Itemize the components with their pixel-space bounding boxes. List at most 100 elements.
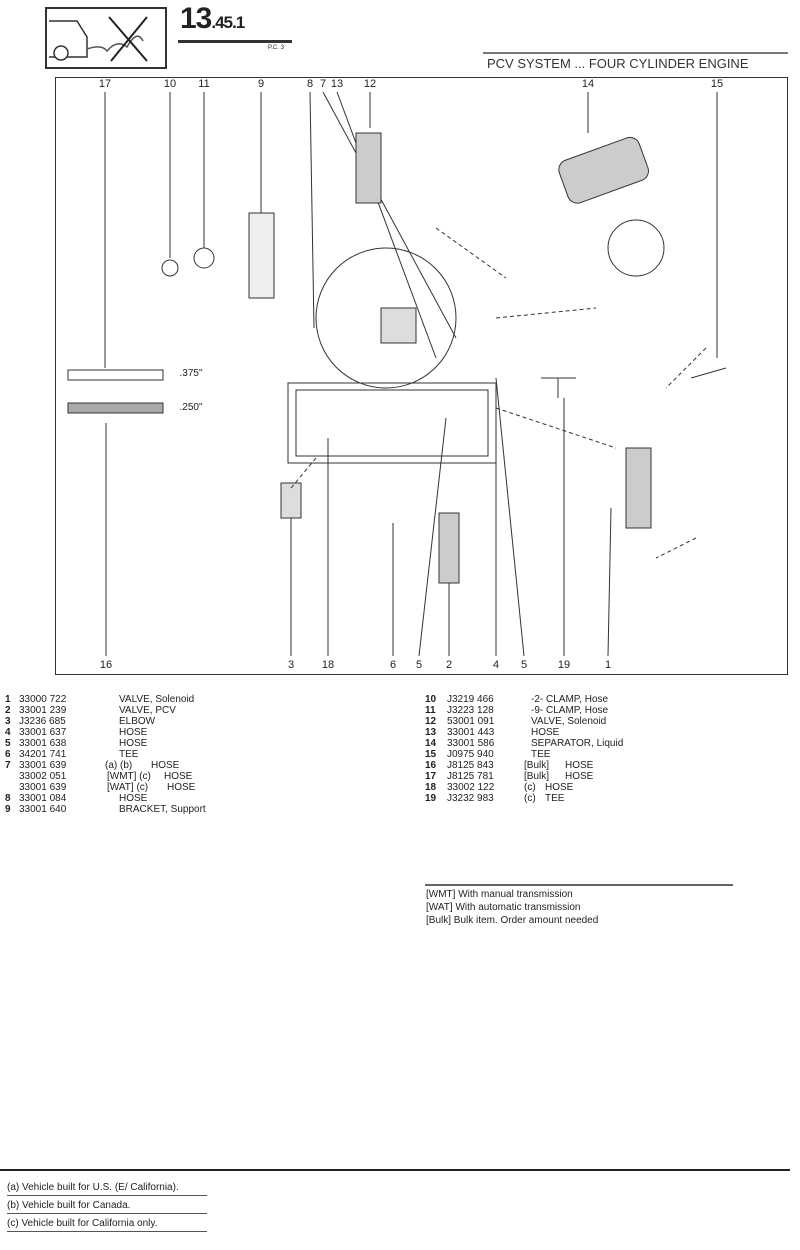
part-number: 34201 741 [19,749,67,760]
part-number: 33001 638 [19,738,67,749]
callout-8: 8 [306,78,314,90]
item-number: 14 [425,738,437,749]
item-number: 12 [425,716,437,727]
item-number: 10 [425,694,437,705]
callout-5b: 5 [520,659,528,671]
callout-11: 11 [198,78,210,90]
part-number: 33000 722 [19,694,67,705]
callout-9: 9 [257,78,265,90]
callout-16: 16 [99,659,113,671]
part-number: 33001 640 [19,804,67,815]
qualifier: [Bulk] [524,771,550,782]
description: VALVE, Solenoid [119,694,195,705]
callout-6: 6 [389,659,397,671]
description: HOSE [545,782,574,793]
callout-15: 15 [710,78,724,90]
item-number: 7 [5,760,11,771]
divider [425,884,733,886]
page-suffix: .1 [232,13,245,32]
exploded-parts-diagram: 17 10 11 9 8 7 13 12 14 15 16 3 18 6 5 2… [55,77,788,675]
callout-1: 1 [604,659,612,671]
diagram-drawing [67,91,727,657]
part-number: J3236 685 [19,716,66,727]
part-number: J3219 466 [447,694,494,705]
item-number: 5 [5,738,11,749]
pc-label: P.C. 3 [268,45,284,51]
divider [178,40,292,43]
item-number: 17 [425,771,437,782]
description: TEE [531,749,551,760]
description: HOSE [565,760,594,771]
part-number: 53001 091 [447,716,495,727]
part-number: 33001 443 [447,727,495,738]
callout-19: 19 [557,659,571,671]
description: HOSE [119,727,148,738]
callout-18: 18 [321,659,335,671]
description: HOSE [565,771,594,782]
legend-wat: [WAT] With automatic transmission [426,902,581,913]
description: HOSE [119,793,148,804]
page-title: PCV SYSTEM ... FOUR CYLINDER ENGINE [487,56,749,71]
callout-2: 2 [445,659,453,671]
part-number: J0975 940 [447,749,494,760]
description: TEE [119,749,139,760]
description: SEPARATOR, Liquid [531,738,624,749]
legend-bulk: [Bulk] Bulk item. Order amount needed [426,915,599,926]
legend-wmt: [WMT] With manual transmission [426,889,573,900]
part-number: 33002 051 [19,771,67,782]
item-number: 4 [5,727,11,738]
page-sub: .45 [211,13,233,32]
description: HOSE [119,738,148,749]
callout-5: 5 [415,659,423,671]
callout-14: 14 [581,78,595,90]
part-number: J8125 843 [447,760,494,771]
part-number: J3232 983 [447,793,494,804]
part-number: 33001 639 [19,760,67,771]
callout-3: 3 [287,659,295,671]
page-number: 13.45.1 [180,2,245,36]
description: -9- CLAMP, Hose [531,705,609,716]
description: VALVE, PCV [119,705,176,716]
part-number: 33001 586 [447,738,495,749]
callout-17: 17 [98,78,112,90]
callout-10: 10 [163,78,177,90]
description: TEE [545,793,565,804]
footnote-c: (c) Vehicle built for California only. [7,1218,207,1232]
item-number: 15 [425,749,437,760]
description: BRACKET, Support [119,804,206,815]
qualifier: [WMT] (c) [107,771,151,782]
description: ELBOW [119,716,156,727]
item-number: 9 [5,804,11,815]
footnote-b: (b) Vehicle built for Canada. [7,1200,207,1214]
callout-12: 12 [363,78,377,90]
divider [0,1169,790,1171]
description: VALVE, Solenoid [531,716,607,727]
part-number: 33001 639 [19,782,67,793]
car-emission-crossed-icon [45,7,167,69]
item-number: 6 [5,749,11,760]
page-main: 13 [180,2,212,35]
item-number: 1 [5,694,11,705]
item-number: 19 [425,793,437,804]
qualifier: (a) (b) [105,760,133,771]
dimension-375: .375" [179,368,203,379]
qualifier: [WAT] (c) [107,782,149,793]
description: HOSE [164,771,193,782]
item-number: 11 [425,705,436,716]
qualifier: [Bulk] [524,760,550,771]
callout-4: 4 [492,659,500,671]
footnote-a: (a) Vehicle built for U.S. (E/ Californi… [7,1182,207,1196]
item-number: 3 [5,716,11,727]
item-number: 16 [425,760,437,771]
item-number: 13 [425,727,437,738]
description: -2- CLAMP, Hose [531,694,609,705]
description: HOSE [531,727,560,738]
callout-7: 7 [319,78,327,90]
qualifier: (c) [524,793,536,804]
item-number: 2 [5,705,11,716]
item-number: 18 [425,782,437,793]
dimension-250: .250" [179,402,203,413]
part-number: 33002 122 [447,782,495,793]
part-number: 33001 637 [19,727,67,738]
